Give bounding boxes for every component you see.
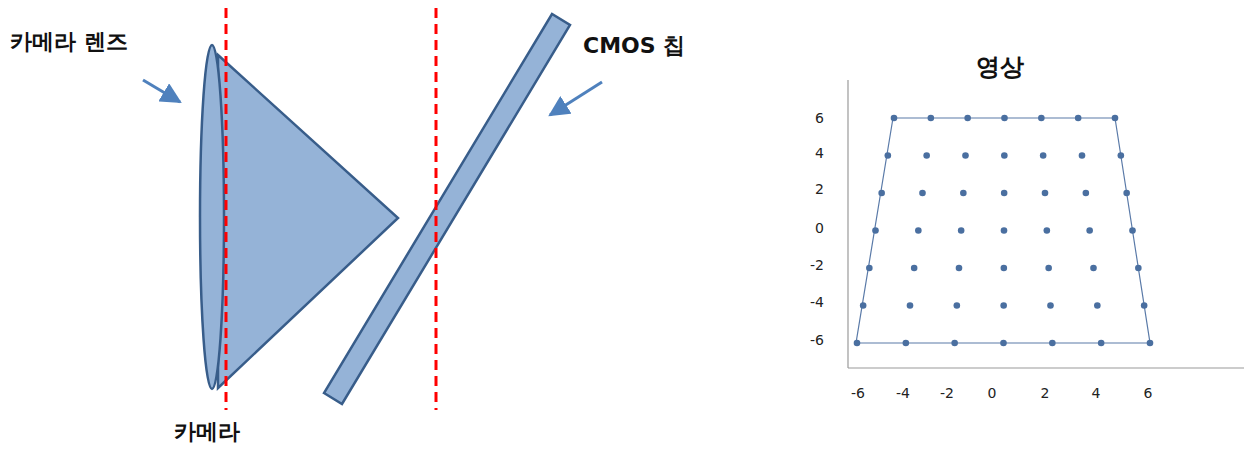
grid-dot	[951, 340, 958, 347]
grid-dot	[960, 190, 967, 197]
grid-dot	[1001, 190, 1008, 197]
grid-dot	[1075, 115, 1082, 122]
grid-dot	[885, 152, 892, 159]
grid-dot	[891, 115, 898, 122]
cmos-chip	[324, 14, 570, 404]
x-axis	[848, 367, 1244, 368]
camera-lens	[200, 45, 224, 389]
grid-dot	[1000, 340, 1007, 347]
grid-dot	[962, 152, 969, 159]
grid-dot	[911, 265, 918, 272]
x-tick-label: 4	[1092, 385, 1101, 401]
grid-dot	[928, 115, 935, 122]
grid-dot	[923, 152, 930, 159]
image-outline	[856, 118, 1150, 343]
grid-dot	[1042, 190, 1049, 197]
x-tick-label: -4	[896, 385, 910, 401]
grid-dot	[1079, 152, 1086, 159]
y-tick-label: 0	[815, 220, 824, 236]
grid-dot	[954, 302, 961, 309]
part-label: 카메라 렌즈	[10, 29, 128, 54]
leader-arrow	[550, 82, 602, 115]
y-tick-label: 4	[815, 145, 824, 161]
grid-dot	[1045, 265, 1052, 272]
y-tick-label: -4	[810, 294, 824, 310]
grid-dot	[1098, 340, 1105, 347]
grid-dot	[919, 190, 926, 197]
grid-dot	[1141, 302, 1148, 309]
grid-dot	[964, 115, 971, 122]
grid-dot	[854, 340, 861, 347]
grid-dot	[1123, 190, 1130, 197]
grid-dot	[860, 302, 867, 309]
dot-grid	[854, 115, 1154, 347]
part-label: 카메라	[174, 419, 240, 444]
x-tick-label: -2	[940, 385, 954, 401]
grid-dot	[903, 340, 910, 347]
x-tick-label: 6	[1144, 385, 1153, 401]
grid-dot	[1038, 115, 1045, 122]
grid-dot	[956, 265, 963, 272]
grid-dot	[1112, 115, 1119, 122]
grid-dot	[1049, 340, 1056, 347]
grid-dot	[1135, 265, 1142, 272]
grid-dot	[1040, 152, 1047, 159]
grid-dot	[958, 227, 965, 234]
grid-dot	[866, 265, 873, 272]
grid-dot	[1147, 340, 1154, 347]
grid-dot	[915, 227, 922, 234]
grid-dot	[1001, 227, 1008, 234]
y-tick-label: 2	[815, 181, 824, 197]
y-tick-label: -2	[810, 257, 824, 273]
grid-dot	[1094, 302, 1101, 309]
grid-dot	[872, 227, 879, 234]
grid-dot	[1083, 190, 1090, 197]
leader-arrow	[143, 80, 180, 102]
grid-dot	[878, 190, 885, 197]
dashed-line	[225, 8, 228, 410]
grid-dot	[1129, 227, 1136, 234]
grid-dot	[1001, 152, 1008, 159]
grid-dot	[1001, 265, 1008, 272]
grid-dot	[1086, 227, 1093, 234]
grid-dot	[1118, 152, 1125, 159]
grid-dot	[1047, 302, 1054, 309]
y-tick-label: 6	[815, 110, 824, 126]
grid-dot	[907, 302, 914, 309]
y-axis	[847, 80, 848, 368]
grid-dot	[1044, 227, 1051, 234]
y-tick-label: -6	[810, 332, 824, 348]
grid-dot	[1090, 265, 1097, 272]
dashed-line	[435, 8, 438, 410]
grid-dot	[1001, 115, 1008, 122]
grid-dot	[1000, 302, 1007, 309]
part-label: CMOS 칩	[583, 33, 685, 58]
plot-title: 영상	[976, 54, 1024, 82]
x-tick-label: 2	[1041, 385, 1050, 401]
x-tick-label: 0	[988, 385, 997, 401]
x-tick-label: -6	[851, 385, 865, 401]
